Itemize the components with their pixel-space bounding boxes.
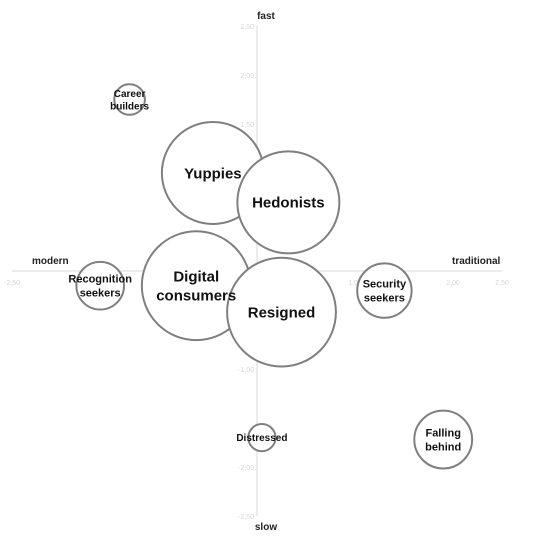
x-tick-label: 2,00 (446, 280, 460, 287)
y-tick-label: 2,00 (240, 73, 254, 80)
bubble-circle (356, 262, 413, 319)
bubble-label: consumers (156, 287, 236, 304)
bubble-circle (226, 256, 337, 368)
y-axis-bottom-label: slow (255, 522, 277, 533)
bubble-label: Distressed (236, 433, 287, 444)
y-tick-label: 2,50 (240, 24, 254, 31)
y-tick-label: 1,50 (240, 122, 254, 129)
bubble-label: Yuppies (184, 165, 242, 182)
bubble-label: Career (114, 89, 146, 100)
bubble-label: Digital (173, 269, 219, 286)
bubble-label: Resigned (248, 304, 316, 321)
x-axis-left-label: modern (32, 256, 69, 267)
y-axis-top-label: fast (257, 11, 275, 22)
y-tick-label: -1,00 (238, 367, 254, 374)
x-tick-label: -2,50 (4, 280, 20, 287)
x-tick-label: 1,00 (348, 280, 362, 287)
x-tick-label: 2,50 (495, 280, 509, 287)
bubble-label: Recognition (68, 274, 132, 286)
x-axis-right-label: traditional (452, 256, 501, 267)
bubble-circle (413, 409, 474, 470)
y-tick-label: -2,00 (238, 465, 254, 472)
bubble-label: builders (110, 101, 149, 112)
bubble-circle (113, 83, 146, 116)
y-tick-label: -2,50 (238, 514, 254, 521)
bubble-label: seekers (80, 287, 121, 299)
bubble-circle (247, 423, 277, 453)
bubble-label: behind (425, 441, 461, 453)
bubble-label: Hedonists (252, 195, 325, 212)
bubble-circle (236, 150, 341, 255)
bubble-label: Falling (425, 428, 460, 440)
bubble-label: Security (363, 279, 407, 291)
bubble-label: seekers (364, 292, 405, 304)
bubble-circle (75, 260, 125, 311)
